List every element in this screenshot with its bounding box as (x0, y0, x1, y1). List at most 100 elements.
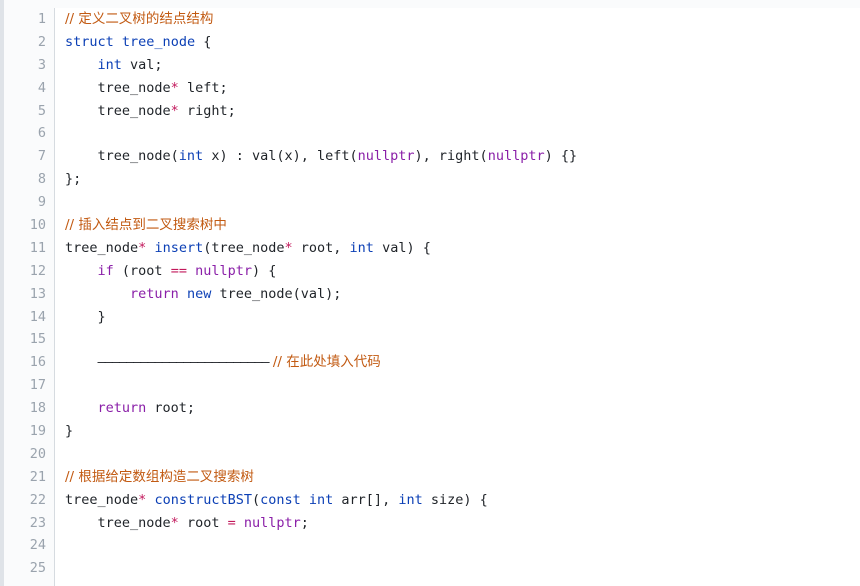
code-line[interactable] (55, 443, 860, 466)
code-token: * (138, 239, 147, 256)
fill-in-blank: ———————————————————————— (97, 354, 270, 371)
code-token: tree_node (65, 491, 139, 508)
code-area[interactable]: // 定义二叉树的结点结构 struct tree_node { int val;… (55, 8, 860, 586)
code-token: == (170, 262, 187, 279)
code-token: tree_node (65, 514, 171, 531)
code-token: return (97, 400, 147, 417)
code-line[interactable] (55, 374, 860, 397)
code-line[interactable]: ———————————————————————— // 在此处填入代码 (55, 351, 860, 374)
code-line[interactable] (55, 557, 860, 580)
code-line[interactable]: return root; (55, 397, 860, 420)
line-number: 24 (29, 537, 46, 554)
line-number: 3 (37, 56, 46, 73)
code-token: } (65, 423, 74, 440)
code-line[interactable]: tree_node* left; (55, 77, 860, 100)
line-number: 5 (37, 102, 46, 119)
code-token: const (260, 491, 301, 508)
code-line[interactable] (55, 122, 860, 145)
code-token (65, 57, 98, 73)
code-token: int (97, 56, 122, 73)
code-token: * (138, 491, 147, 508)
code-token: nullptr (487, 148, 545, 165)
line-number: 23 (29, 514, 46, 531)
code-token: * (170, 102, 179, 119)
code-token: val; (121, 56, 163, 73)
code-line[interactable]: struct tree_node { (55, 31, 860, 54)
code-token (301, 492, 309, 508)
line-number: 9 (37, 194, 46, 211)
code-line[interactable]: // 插入结点到二叉搜索树中 (55, 214, 860, 237)
code-token (65, 400, 98, 416)
code-line[interactable]: return new tree_node(val); (55, 283, 860, 306)
code-token: int (308, 491, 334, 508)
line-number: 13 (29, 285, 46, 302)
code-token: x) : val(x), left( (203, 148, 358, 165)
line-number: 8 (37, 171, 46, 188)
code-token: ( (251, 491, 261, 508)
line-number: 21 (29, 468, 46, 485)
code-token (65, 354, 98, 370)
line-number: 18 (29, 400, 46, 417)
code-line[interactable] (55, 534, 860, 557)
code-line[interactable]: // 定义二叉树的结点结构 (55, 8, 860, 31)
code-token: ; (300, 514, 309, 531)
line-number: 1 (37, 11, 46, 27)
code-line[interactable]: int val; (55, 54, 860, 77)
line-number: 2 (37, 33, 46, 50)
code-line[interactable] (55, 191, 860, 214)
line-number: 15 (29, 331, 46, 348)
code-line[interactable]: } (55, 420, 860, 443)
code-token: constructBST (154, 491, 252, 508)
line-number: 20 (29, 445, 46, 462)
line-number: 11 (29, 239, 46, 256)
code-comment: // 定义二叉树的结点结构 (65, 11, 214, 27)
code-token: (root (113, 262, 171, 279)
code-token: int (349, 239, 374, 256)
code-comment: // 根据给定数组构造二叉搜索树 (65, 468, 254, 485)
code-token: size) { (422, 491, 488, 508)
code-token: val) { (373, 239, 431, 256)
code-token: } (65, 308, 106, 325)
code-token: * (284, 239, 293, 256)
code-token: arr[], (333, 491, 399, 508)
code-token: tree_node( (65, 148, 179, 165)
code-token: right; (178, 102, 236, 119)
code-line[interactable]: tree_node* insert(tree_node* root, int v… (55, 237, 860, 260)
code-token: tree_node (65, 239, 139, 256)
code-line[interactable]: if (root == nullptr) { (55, 260, 860, 283)
code-token: tree_node (121, 33, 196, 50)
line-number: 25 (29, 560, 46, 577)
code-token: tree_node (65, 102, 171, 119)
code-token: ) { (252, 262, 277, 279)
code-token: insert (154, 239, 204, 256)
code-token: root, (292, 239, 350, 256)
code-comment: // 在此处填入代码 (268, 354, 381, 371)
line-number: 10 (29, 217, 46, 234)
code-token: left; (178, 79, 228, 96)
code-token: nullptr (195, 262, 252, 279)
code-line[interactable]: tree_node(int x) : val(x), left(nullptr)… (55, 145, 860, 168)
code-token (187, 263, 195, 279)
code-token: int (398, 491, 423, 508)
code-line[interactable]: tree_node* right; (55, 100, 860, 123)
code-line[interactable]: } (55, 306, 860, 329)
code-token: return (130, 285, 179, 302)
line-number: 22 (29, 491, 46, 508)
code-token (179, 286, 187, 302)
line-number: 17 (29, 377, 46, 394)
code-line[interactable]: // 根据给定数组构造二叉搜索树 (55, 466, 860, 489)
line-number: 16 (29, 354, 46, 371)
code-token: nullptr (357, 148, 415, 165)
code-line[interactable]: tree_node* root = nullptr; (55, 512, 860, 535)
code-line[interactable]: }; (55, 168, 860, 191)
line-number: 6 (37, 125, 46, 142)
code-token: ) {} (544, 148, 578, 165)
code-token: tree_node(val); (211, 285, 342, 302)
code-token: ), right( (414, 148, 488, 165)
code-line[interactable]: tree_node* constructBST(const int arr[],… (55, 489, 860, 512)
code-token: int (178, 148, 204, 165)
code-line[interactable] (55, 328, 860, 351)
line-number: 14 (29, 308, 46, 325)
